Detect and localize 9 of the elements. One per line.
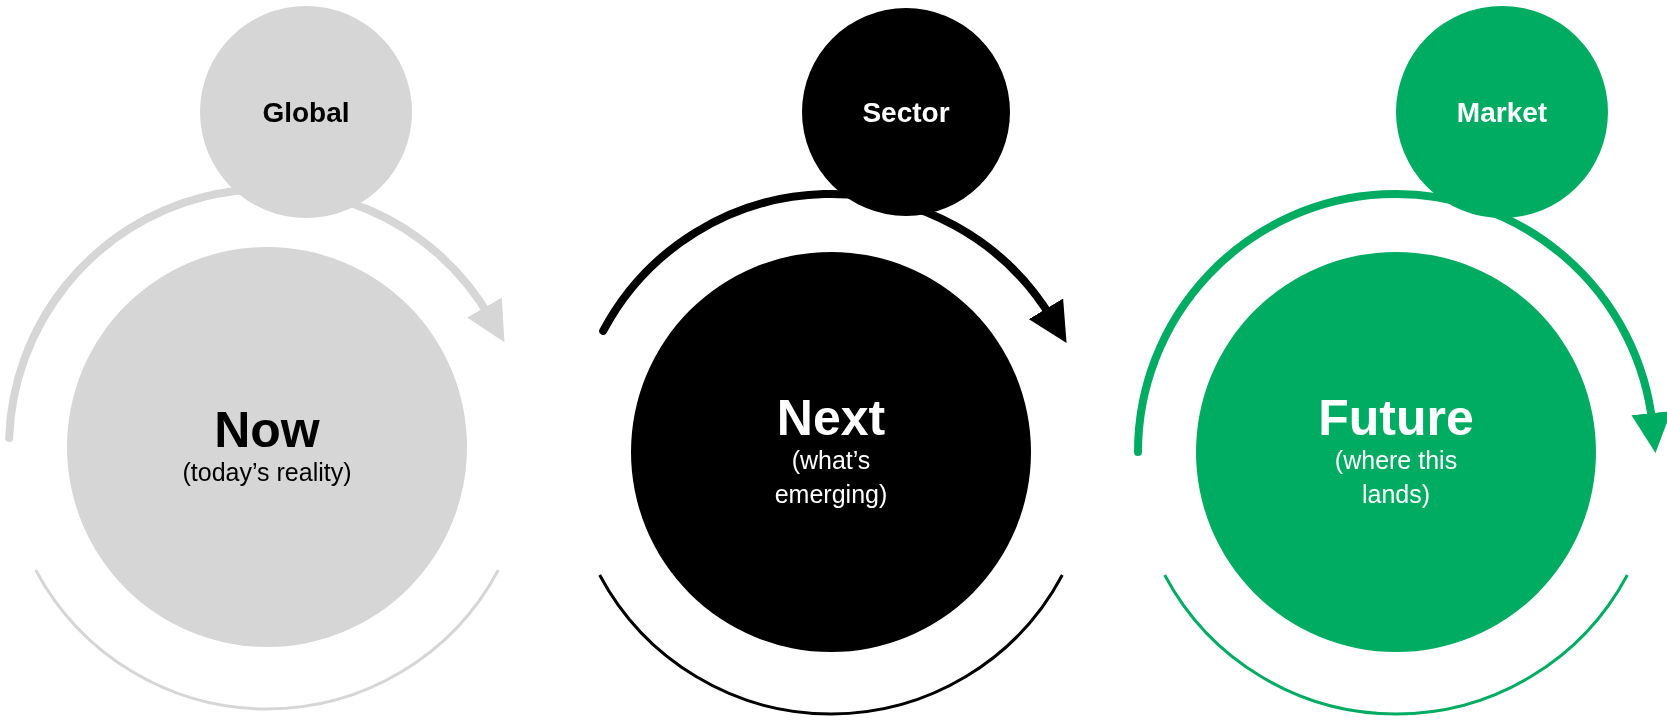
circle-title: Now: [214, 404, 320, 455]
circle-title: Sector: [862, 95, 950, 130]
circle-subtitle: (today’s reality): [182, 456, 352, 488]
circle-title: Next: [776, 392, 886, 443]
circle-subtitle: (what’s emerging): [773, 444, 889, 510]
circle-title: Market: [1456, 95, 1548, 130]
circle-title: Future: [1318, 392, 1474, 443]
circle-title: Global: [262, 95, 350, 130]
circle-subtitle: (where this lands): [1333, 444, 1459, 510]
